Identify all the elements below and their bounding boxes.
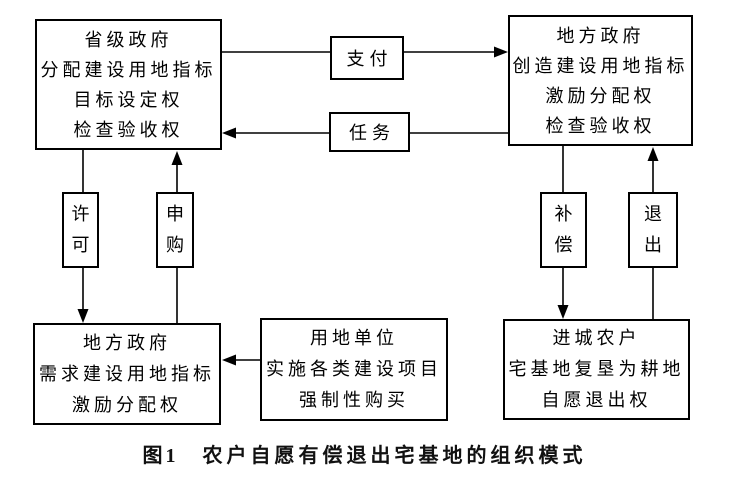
figure-number: 图1: [142, 445, 179, 467]
node-line: 用地单位: [310, 328, 398, 348]
node-urban-farmers: 进城农户 宅基地复垦为耕地 自愿退出权: [503, 319, 690, 420]
node-land-use-unit: 用地单位 实施各类建设项目 强制性购买: [260, 318, 448, 421]
node-line: 激励分配权: [72, 394, 182, 415]
node-line: 激励分配权: [545, 85, 656, 106]
edge-label-exit: 退出: [628, 192, 678, 268]
node-line: 地方政府: [83, 332, 171, 353]
node-line: 需求建设用地指标: [39, 363, 215, 384]
figure-title: 农户自愿有偿退出宅基地的组织模式: [202, 445, 587, 467]
edge-label-text: 支付: [346, 49, 393, 69]
edge-label-text: 任务: [349, 123, 395, 143]
node-line: 目标设定权: [73, 89, 184, 110]
edge-label-text: 补偿: [554, 204, 573, 255]
edge-label-text: 退出: [644, 204, 662, 255]
edge-label-text: 申购: [166, 204, 184, 255]
node-line: 宅基地复垦为耕地: [508, 359, 685, 379]
node-line: 分配建设用地指标: [40, 59, 217, 80]
node-line: 自愿退出权: [541, 390, 652, 410]
node-line: 创造建设用地指标: [512, 55, 689, 76]
node-line: 实施各类建设项目: [266, 359, 442, 379]
edge-label-compensation: 补偿: [540, 192, 587, 268]
node-line: 进城农户: [552, 328, 641, 348]
node-line: 检查验收权: [73, 119, 184, 140]
arrow-mandatory-purchase: [222, 354, 260, 366]
node-line: 检查验收权: [545, 115, 656, 136]
edge-label-purchase-apply: 申购: [156, 192, 194, 268]
edge-label-pay: 支付: [330, 36, 404, 80]
figure-caption: 图1 农户自愿有偿退出宅基地的组织模式: [0, 439, 729, 473]
node-provincial-government: 省级政府 分配建设用地指标 目标设定权 检查验收权: [35, 19, 222, 150]
edge-label-task: 任务: [329, 112, 410, 152]
edge-label-permit: 许可: [62, 192, 99, 268]
node-line: 地方政府: [556, 25, 645, 46]
node-local-government-top: 地方政府 创造建设用地指标 激励分配权 检查验收权: [508, 15, 693, 146]
node-local-government-bottom: 地方政府 需求建设用地指标 激励分配权: [33, 323, 221, 425]
node-line: 省级政府: [84, 29, 173, 50]
edge-label-text: 许可: [71, 204, 90, 255]
node-line: 强制性购买: [299, 390, 409, 410]
